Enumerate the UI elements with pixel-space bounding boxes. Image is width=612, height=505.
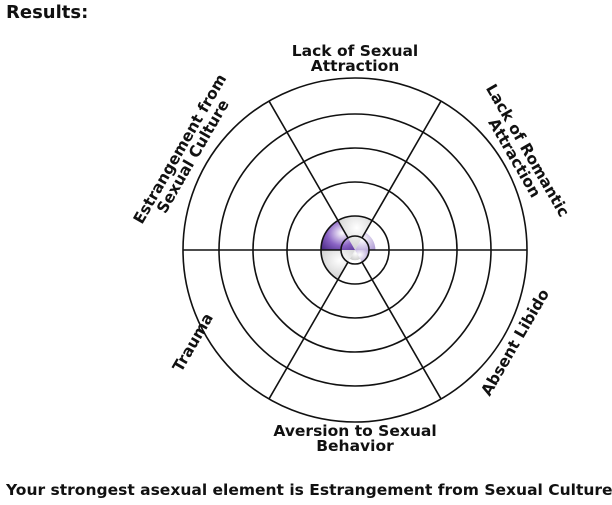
sector-aversion-to-sexual-behavior: [349, 250, 361, 261]
axis-label-line: Behavior: [316, 437, 394, 455]
spoke-1: [268, 100, 349, 239]
result-summary: Your strongest asexual element is Estran…: [6, 481, 612, 499]
results-heading: Results:: [6, 2, 89, 23]
sector-lack-of-sexual-attraction: [338, 216, 372, 250]
chart-grid: [182, 77, 528, 423]
axis-label-line: Lack of Sexual: [292, 42, 419, 60]
sector-trauma: [321, 250, 355, 280]
spoke-2: [361, 100, 442, 239]
axis-label-absent-libido: Absent Libido: [477, 286, 553, 399]
axis-label-line: Aversion to Sexual: [273, 422, 436, 440]
axis-label-line: Attraction: [311, 57, 400, 75]
axis-label-line: Absent Libido: [477, 286, 553, 399]
spoke-4: [361, 261, 442, 400]
spoke-5: [268, 261, 349, 400]
